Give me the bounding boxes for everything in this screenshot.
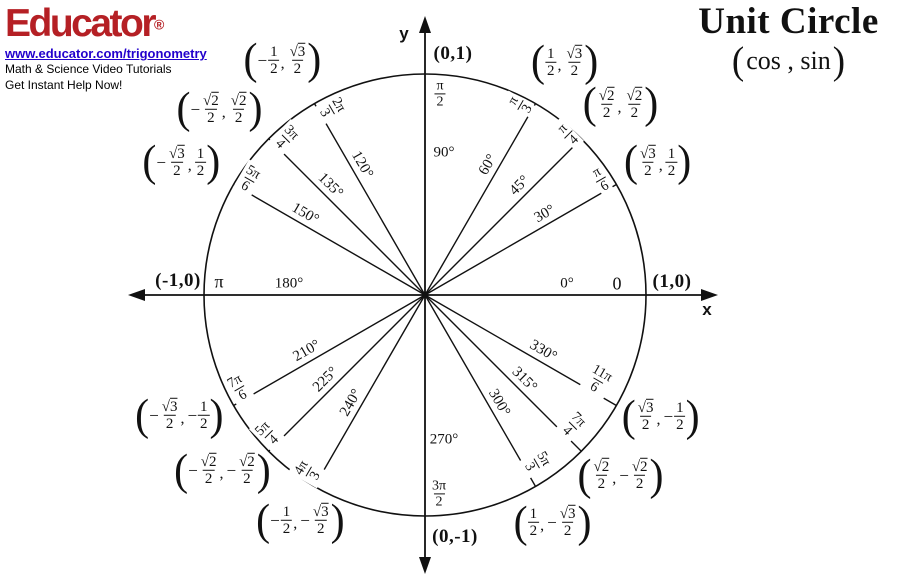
circle-center-dot (421, 291, 429, 299)
angle-ray-30 (424, 183, 617, 296)
angle-ray-330 (424, 294, 617, 407)
subtitle-paren-close: ) (832, 39, 846, 83)
angle-ray-120 (313, 103, 426, 296)
x-axis-arrow-right (701, 289, 718, 301)
page-subtitle: ( cos , sin ) (681, 39, 896, 83)
subtitle-paren-open: ( (731, 39, 745, 83)
angle-ray-150 (233, 183, 426, 296)
educator-logo-row: Educator® (5, 4, 207, 43)
educator-branding: Educator® www.educator.com/trigonometry … (5, 4, 207, 93)
y-axis-arrow-up (419, 16, 431, 33)
angle-ray-45 (424, 138, 582, 296)
angle-ray-210 (233, 294, 426, 407)
angle-ray-240 (313, 294, 426, 487)
tagline-instant-help: Get Instant Help Now! (5, 78, 123, 92)
angle-ray-60 (424, 103, 537, 296)
subtitle-text: cos , sin (746, 46, 831, 76)
x-axis-arrow-left (128, 289, 145, 301)
page-title: Unit Circle (698, 1, 879, 42)
angle-ray-300 (424, 294, 537, 487)
unit-circle (203, 73, 647, 517)
title-block: Unit Circle ( cos , sin ) (681, 1, 896, 83)
angle-ray-225 (268, 294, 426, 452)
educator-trigonometry-link[interactable]: www.educator.com/trigonometry (5, 46, 207, 61)
angle-ray-135 (268, 138, 426, 296)
registered-trademark-icon: ® (154, 16, 165, 33)
educator-logo: Educator (5, 2, 157, 45)
y-axis-arrow-down (419, 557, 431, 574)
angle-ray-315 (424, 294, 582, 452)
tagline-video-tutorials: Math & Science Video Tutorials (5, 62, 172, 76)
